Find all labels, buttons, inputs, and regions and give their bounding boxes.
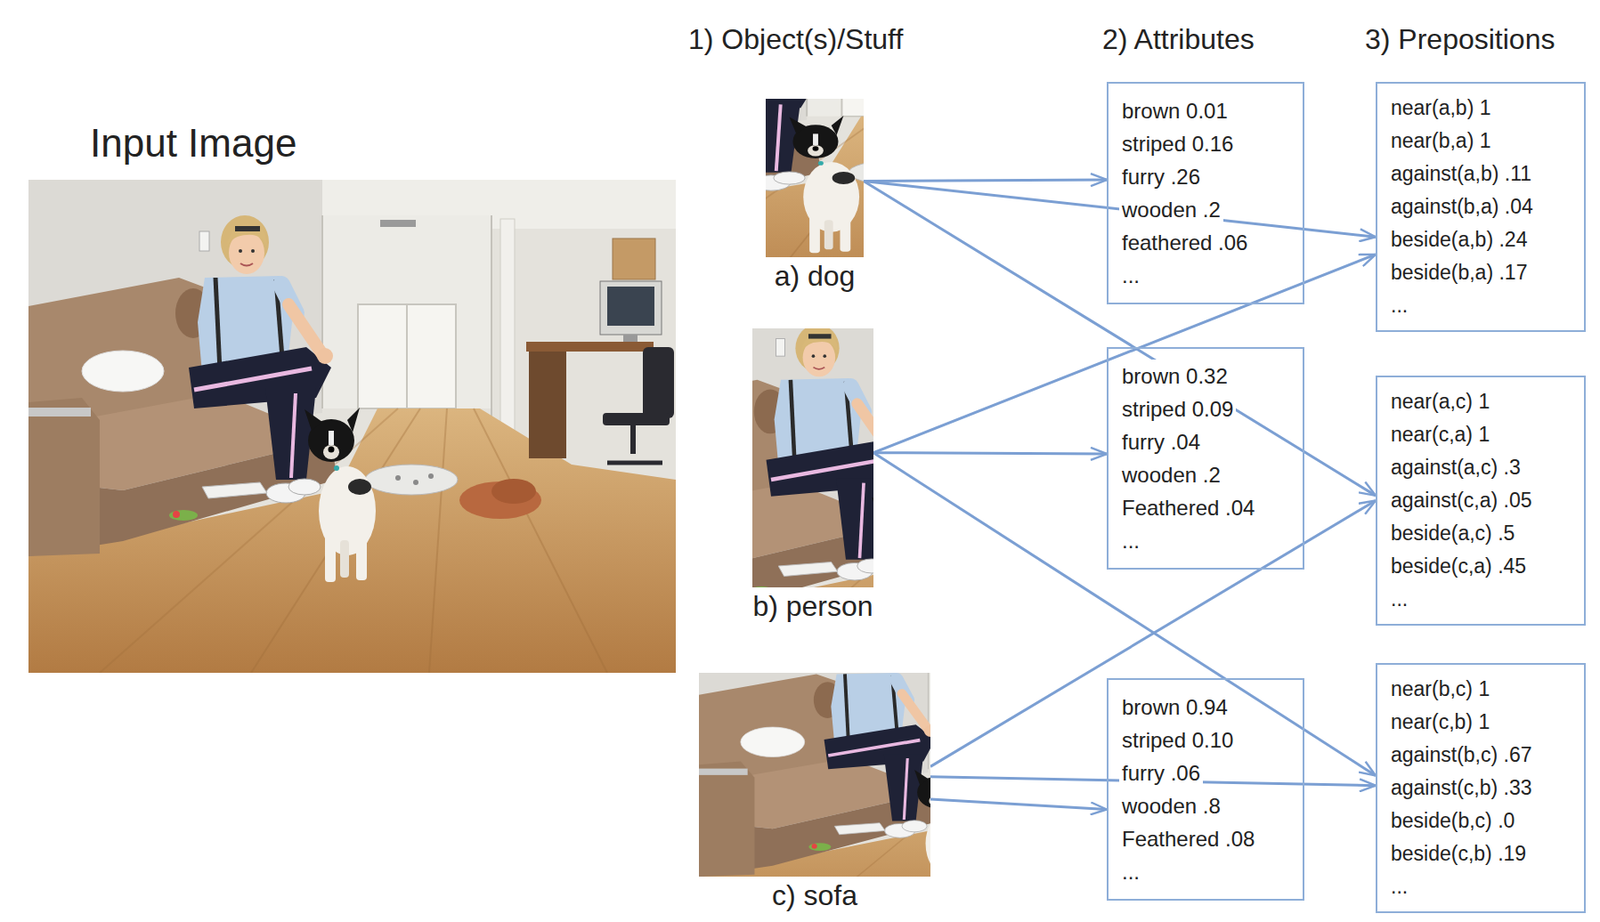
attribute-score: wooden .8 [1119, 789, 1224, 823]
preposition-score: ... [1388, 583, 1411, 617]
arrow-connector [930, 501, 1376, 768]
preposition-score: ... [1388, 870, 1411, 904]
preposition-score: against(c,b) .33 [1388, 771, 1536, 805]
preposition-score: beside(c,b) .19 [1388, 837, 1529, 871]
attribute-box: brown 0.32striped 0.09furry .04wooden .2… [1106, 347, 1305, 570]
object-crop: c) sofa [698, 673, 931, 878]
attribute-score: striped 0.10 [1119, 723, 1236, 757]
attribute-score: furry .06 [1119, 756, 1203, 790]
photo-crop [765, 98, 864, 258]
attribute-score: brown 0.01 [1119, 94, 1231, 128]
preposition-score: near(b,c) 1 [1388, 673, 1493, 707]
cropped-photo [698, 673, 931, 878]
preposition-score: against(a,c) .3 [1388, 451, 1524, 485]
arrow-connector [863, 181, 1376, 496]
attribute-score: brown 0.32 [1119, 359, 1231, 393]
preposition-box: near(a,c) 1near(c,a) 1against(a,c) .3aga… [1375, 375, 1586, 626]
attribute-box: brown 0.01striped 0.16furry .26wooden .2… [1106, 81, 1305, 305]
preposition-score: against(b,a) .04 [1388, 190, 1536, 224]
cropped-photo [765, 98, 864, 258]
attribute-score: furry .04 [1119, 425, 1203, 459]
arrow-connector [873, 453, 1376, 777]
preposition-score: near(c,a) 1 [1388, 418, 1493, 452]
attribute-score: striped 0.16 [1119, 127, 1236, 161]
column-heading: 2) Attributes [1102, 23, 1255, 57]
input-photo [28, 179, 676, 674]
attribute-score: Feathered .04 [1119, 491, 1258, 525]
object-caption: c) sofa [769, 879, 861, 913]
attribute-score: wooden .2 [1119, 193, 1224, 227]
arrow-connector [930, 799, 1107, 811]
preposition-score: near(b,a) 1 [1388, 124, 1495, 158]
preposition-score: against(c,a) .05 [1388, 484, 1536, 518]
preposition-score: near(a,b) 1 [1388, 91, 1495, 125]
cropped-photo [752, 328, 874, 588]
arrow-connector [873, 453, 1107, 455]
object-caption: b) person [749, 590, 876, 624]
scene-use [28, 179, 676, 674]
attribute-box: brown 0.94striped 0.10furry .06wooden .8… [1106, 678, 1305, 902]
preposition-score: against(a,b) .11 [1388, 157, 1535, 191]
photo-crop [752, 328, 874, 588]
photo-crop [698, 673, 931, 878]
preposition-score: beside(c,a) .45 [1388, 550, 1529, 584]
arrow-connector [863, 179, 1107, 182]
preposition-box: near(b,c) 1near(c,b) 1against(b,c) .67ag… [1375, 663, 1586, 914]
column-heading: 3) Prepositions [1364, 23, 1555, 57]
preposition-score: ... [1388, 289, 1411, 323]
attribute-score: ... [1119, 524, 1143, 558]
object-crop: b) person [752, 328, 874, 588]
object-caption: a) dog [771, 259, 859, 293]
attribute-score: Feathered .08 [1119, 822, 1258, 856]
attribute-score: ... [1119, 855, 1143, 889]
attribute-score: striped 0.09 [1119, 392, 1236, 426]
attribute-score: ... [1119, 259, 1143, 293]
preposition-box: near(a,b) 1near(b,a) 1against(a,b) .11ag… [1375, 81, 1586, 333]
attribute-score: feathered .06 [1119, 226, 1251, 260]
attribute-score: furry .26 [1119, 160, 1203, 194]
preposition-score: beside(b,c) .0 [1388, 804, 1518, 838]
column-heading: 1) Object(s)/Stuff [688, 23, 903, 57]
caption-holder: c) sofa [769, 879, 861, 913]
preposition-score: near(a,c) 1 [1388, 385, 1493, 419]
preposition-score: against(b,c) .67 [1388, 739, 1536, 772]
preposition-score: near(c,b) 1 [1388, 706, 1493, 740]
object-crop: a) dog [765, 98, 864, 258]
caption-holder: b) person [749, 590, 876, 624]
preposition-score: beside(a,b) .24 [1388, 223, 1530, 257]
attribute-score: wooden .2 [1119, 458, 1224, 492]
preposition-score: beside(a,c) .5 [1388, 517, 1518, 551]
attribute-score: brown 0.94 [1119, 690, 1231, 724]
image-title: Input Image [89, 121, 297, 167]
caption-holder: a) dog [771, 259, 859, 293]
preposition-score: beside(b,a) .17 [1388, 256, 1530, 290]
arrow-connector [873, 254, 1376, 454]
